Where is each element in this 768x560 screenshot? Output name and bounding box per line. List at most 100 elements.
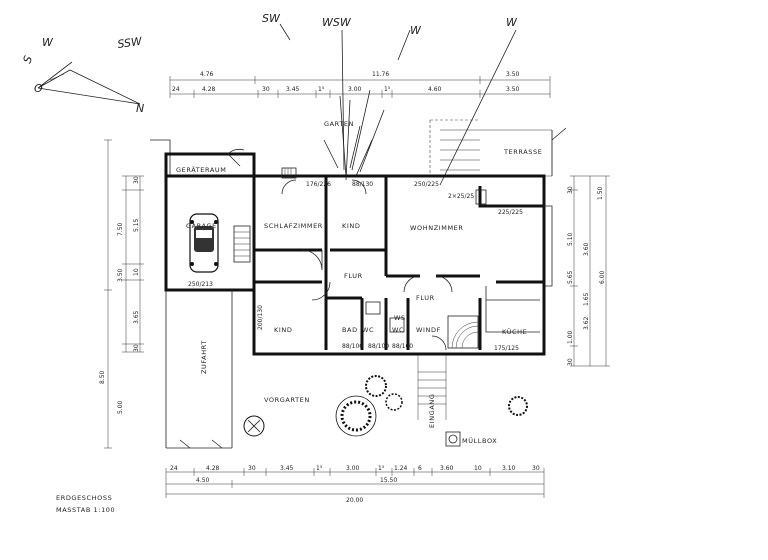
- compass-label-w-1: W: [410, 24, 422, 37]
- dim-right-6: 1.65: [583, 292, 590, 306]
- room-label-bad: BAD: [342, 326, 358, 334]
- room-label-kueche: KÜCHE: [502, 327, 527, 336]
- dim-left-2: 5.15: [133, 218, 140, 232]
- dim-bottom-2: 4.28: [206, 465, 220, 472]
- dim-top-9: 3.00: [348, 86, 362, 93]
- room-label-zufahrt: ZUFAHRT: [200, 340, 208, 374]
- dimensions-right: 30 1.50 5.10 3.60 5.65 1.65 3.62 1.00 30…: [567, 175, 610, 367]
- room-label-wc-2: WC: [392, 326, 404, 334]
- opening-label-7: 200/130: [257, 305, 264, 330]
- opening-label-6: 250/213: [188, 281, 213, 288]
- dimensions-top: 4.76 11.76 3.50 24 4.28 30 3.45 1⁵ 3.00 …: [169, 71, 551, 98]
- dim-right-1: 30: [567, 186, 574, 194]
- opening-label-10: 88/100: [392, 343, 413, 350]
- compass-label-sw: SW: [262, 12, 281, 25]
- room-label-flur-1: FLUR: [344, 272, 363, 280]
- opening-label-3: 250/225: [414, 181, 439, 188]
- dim-bottom-8: 1.24: [394, 465, 408, 472]
- room-label-kind-1: KIND: [342, 222, 360, 230]
- dim-right-5: 5.65: [567, 270, 574, 284]
- room-label-geraeteraum: GERÄTERAUM: [176, 165, 226, 174]
- drawing-title: ERDGESCHOSS: [56, 494, 112, 502]
- dim-bottom-14: 4.50: [196, 477, 210, 484]
- site-outline: [150, 119, 567, 177]
- room-label-wc-1: WC: [362, 326, 374, 334]
- compass-label-w-upper: W: [42, 36, 54, 49]
- room-label-vorgarten: VORGARTEN: [264, 396, 310, 404]
- dim-top-10: 1⁵: [384, 86, 391, 93]
- compass-label-o: O: [34, 82, 43, 95]
- stairs: [233, 167, 479, 349]
- compass-label-n: N: [136, 102, 144, 115]
- room-label-wohnzimmer: WOHNZIMMER: [410, 224, 464, 232]
- dim-top-6: 30: [262, 86, 270, 93]
- room-label-garten: GARTEN: [324, 120, 354, 128]
- kitchen-fixtures: [365, 189, 540, 333]
- dim-bottom-10: 3.60: [440, 465, 454, 472]
- room-label-flur-2: FLUR: [416, 294, 435, 302]
- dim-top-5: 4.28: [202, 86, 216, 93]
- compass-rose: W S O N SSW SW WSW W W: [21, 12, 518, 115]
- dim-top-4: 24: [172, 86, 180, 93]
- room-label-terrasse: TERRASSE: [503, 148, 542, 156]
- dim-left-4: 3.65: [133, 310, 140, 324]
- dim-top-8: 1⁵: [318, 86, 325, 93]
- room-label-ws: WS: [394, 314, 406, 322]
- dimensions-bottom: 24 4.28 30 3.45 1⁵ 3.00 1⁵ 1.24 6 3.60 1…: [165, 465, 545, 504]
- dim-left-1: 30: [133, 176, 140, 184]
- opening-label-9: 88/100: [368, 343, 389, 350]
- tree-icons: [243, 375, 528, 437]
- dim-right-3: 5.10: [567, 232, 574, 246]
- room-label-eingang: EINGANG: [428, 394, 436, 428]
- compass-label-wsw: WSW: [322, 16, 352, 29]
- dim-right-4: 3.60: [583, 242, 590, 256]
- dim-right-9: 30: [567, 358, 574, 366]
- opening-labels: 176/226 88/130 250/225 2×25/25 225/225 2…: [188, 181, 523, 352]
- front-yard: [165, 290, 461, 449]
- room-label-schlafzimmer: SCHLAFZIMMER: [264, 222, 323, 230]
- dim-bottom-4: 3.45: [280, 465, 294, 472]
- dim-top-1: 4.76: [200, 71, 214, 78]
- room-label-kind-2: KIND: [274, 326, 292, 334]
- building-walls: [164, 152, 553, 356]
- dim-bottom-3: 30: [248, 465, 256, 472]
- car-icon: [189, 213, 219, 273]
- dim-bottom-16: 20.00: [346, 497, 363, 504]
- sun-direction-rays: [279, 23, 517, 186]
- opening-label-1: 176/226: [306, 181, 331, 188]
- dim-top-12: 3.50: [506, 86, 520, 93]
- dim-left-5: 30: [133, 344, 140, 352]
- opening-label-4: 2×25/25: [448, 193, 474, 200]
- dim-right-2: 1.50: [597, 186, 604, 200]
- dim-top-3: 3.50: [506, 71, 520, 78]
- dimensions-left: 30 5.15 10 3.65 30 7.50 3.50 8.50 5.00: [99, 139, 144, 449]
- dim-bottom-11: 10: [474, 465, 482, 472]
- drawing-scale: MASSTAB 1:100: [56, 506, 115, 514]
- dim-bottom-13: 30: [532, 465, 540, 472]
- dim-bottom-15: 15.50: [380, 477, 397, 484]
- dim-bottom-7: 1⁵: [378, 465, 385, 472]
- dim-left-3: 10: [133, 268, 140, 276]
- dim-bottom-5: 1⁵: [316, 465, 323, 472]
- compass-label-s: S: [21, 54, 36, 65]
- dim-left-8: 8.50: [99, 370, 106, 384]
- compass-label-ssw: SSW: [117, 35, 144, 51]
- opening-label-2: 88/130: [352, 181, 373, 188]
- dim-left-7: 3.50: [117, 268, 124, 282]
- dim-right-8: 1.00: [567, 330, 574, 344]
- title-block: ERDGESCHOSS MASSTAB 1:100: [56, 494, 115, 514]
- dim-left-9: 5.00: [117, 400, 124, 414]
- compass-label-w-2: W: [506, 16, 518, 29]
- room-label-windf: WINDF: [416, 326, 441, 334]
- door-swings: [227, 148, 453, 351]
- dim-bottom-1: 24: [170, 465, 178, 472]
- opening-label-11: 175/125: [494, 345, 519, 352]
- room-label-muellbox: MÜLLBOX: [462, 436, 497, 445]
- opening-label-8: 88/100: [342, 343, 363, 350]
- dim-right-7: 3.62: [583, 316, 590, 330]
- dim-bottom-9: 6: [418, 465, 422, 472]
- dim-bottom-12: 3.10: [502, 465, 516, 472]
- opening-label-5: 225/225: [498, 209, 523, 216]
- dim-right-10: 6.00: [599, 270, 606, 284]
